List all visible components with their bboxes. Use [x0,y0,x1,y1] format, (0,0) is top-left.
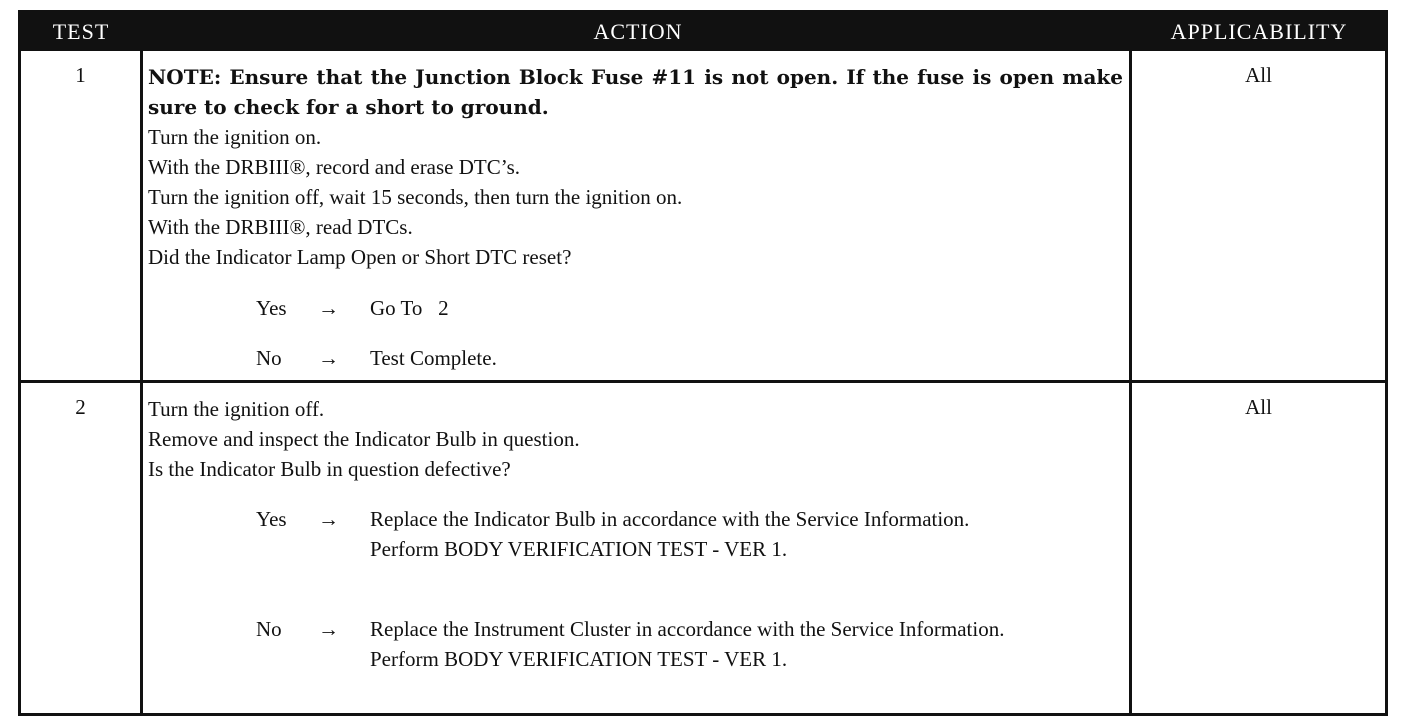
answer-label: Yes [256,296,287,320]
action-line: With the DRBIII®, record and erase DTC’s… [148,155,521,179]
answer-text-main: Replace the Instrument Cluster in accord… [370,617,1005,641]
note-text: NOTE: Ensure that the Junction Block Fus… [148,65,1123,119]
arrow-right-icon: → [318,617,339,641]
action-text: Turn the ignition off. Remove and inspec… [148,394,1123,484]
question-line: Did the Indicator Lamp Open or Short DTC… [148,245,572,269]
action-line: With the DRBIII®, read DTCs. [148,215,413,239]
answer-label: Yes [256,507,287,531]
header-applicability: APPLICABILITY [1170,19,1348,44]
answer-text: Replace the Indicator Bulb in accordance… [370,504,1122,564]
row-divider [21,380,1385,383]
action-line: Remove and inspect the Indicator Bulb in… [148,427,580,451]
answer-text-followup: Perform BODY VERIFICATION TEST - VER 1. [370,647,788,671]
test-table: TEST ACTION APPLICABILITY 1 All NOTE: En… [18,10,1388,716]
action-line: Turn the ignition off, wait 15 seconds, … [148,185,683,209]
arrow-right-icon: → [318,296,339,320]
answer-text: Replace the Instrument Cluster in accord… [370,614,1122,674]
applicability-value: All [1245,63,1272,87]
action-line: Turn the ignition off. [148,397,325,421]
arrow-right-icon: → [318,507,339,531]
answer-text-main: Replace the Indicator Bulb in accordance… [370,507,970,531]
answer-text: Go To 2 [370,296,449,320]
answer-text-followup: Perform BODY VERIFICATION TEST - VER 1. [370,537,788,561]
arrow-right-icon: → [318,346,339,370]
header-action: ACTION [593,19,683,44]
action-line: Turn the ignition on. [148,125,322,149]
test-number: 2 [75,395,86,419]
question-line: Is the Indicator Bulb in question defect… [148,457,511,481]
test-number: 1 [75,63,86,87]
table-header: TEST ACTION APPLICABILITY [21,13,1385,51]
answer-text: Test Complete. [370,346,497,370]
action-text: NOTE: Ensure that the Junction Block Fus… [148,62,1123,272]
answer-label: No [256,346,282,370]
answer-label: No [256,617,282,641]
applicability-value: All [1245,395,1272,419]
header-test: TEST [52,19,110,44]
